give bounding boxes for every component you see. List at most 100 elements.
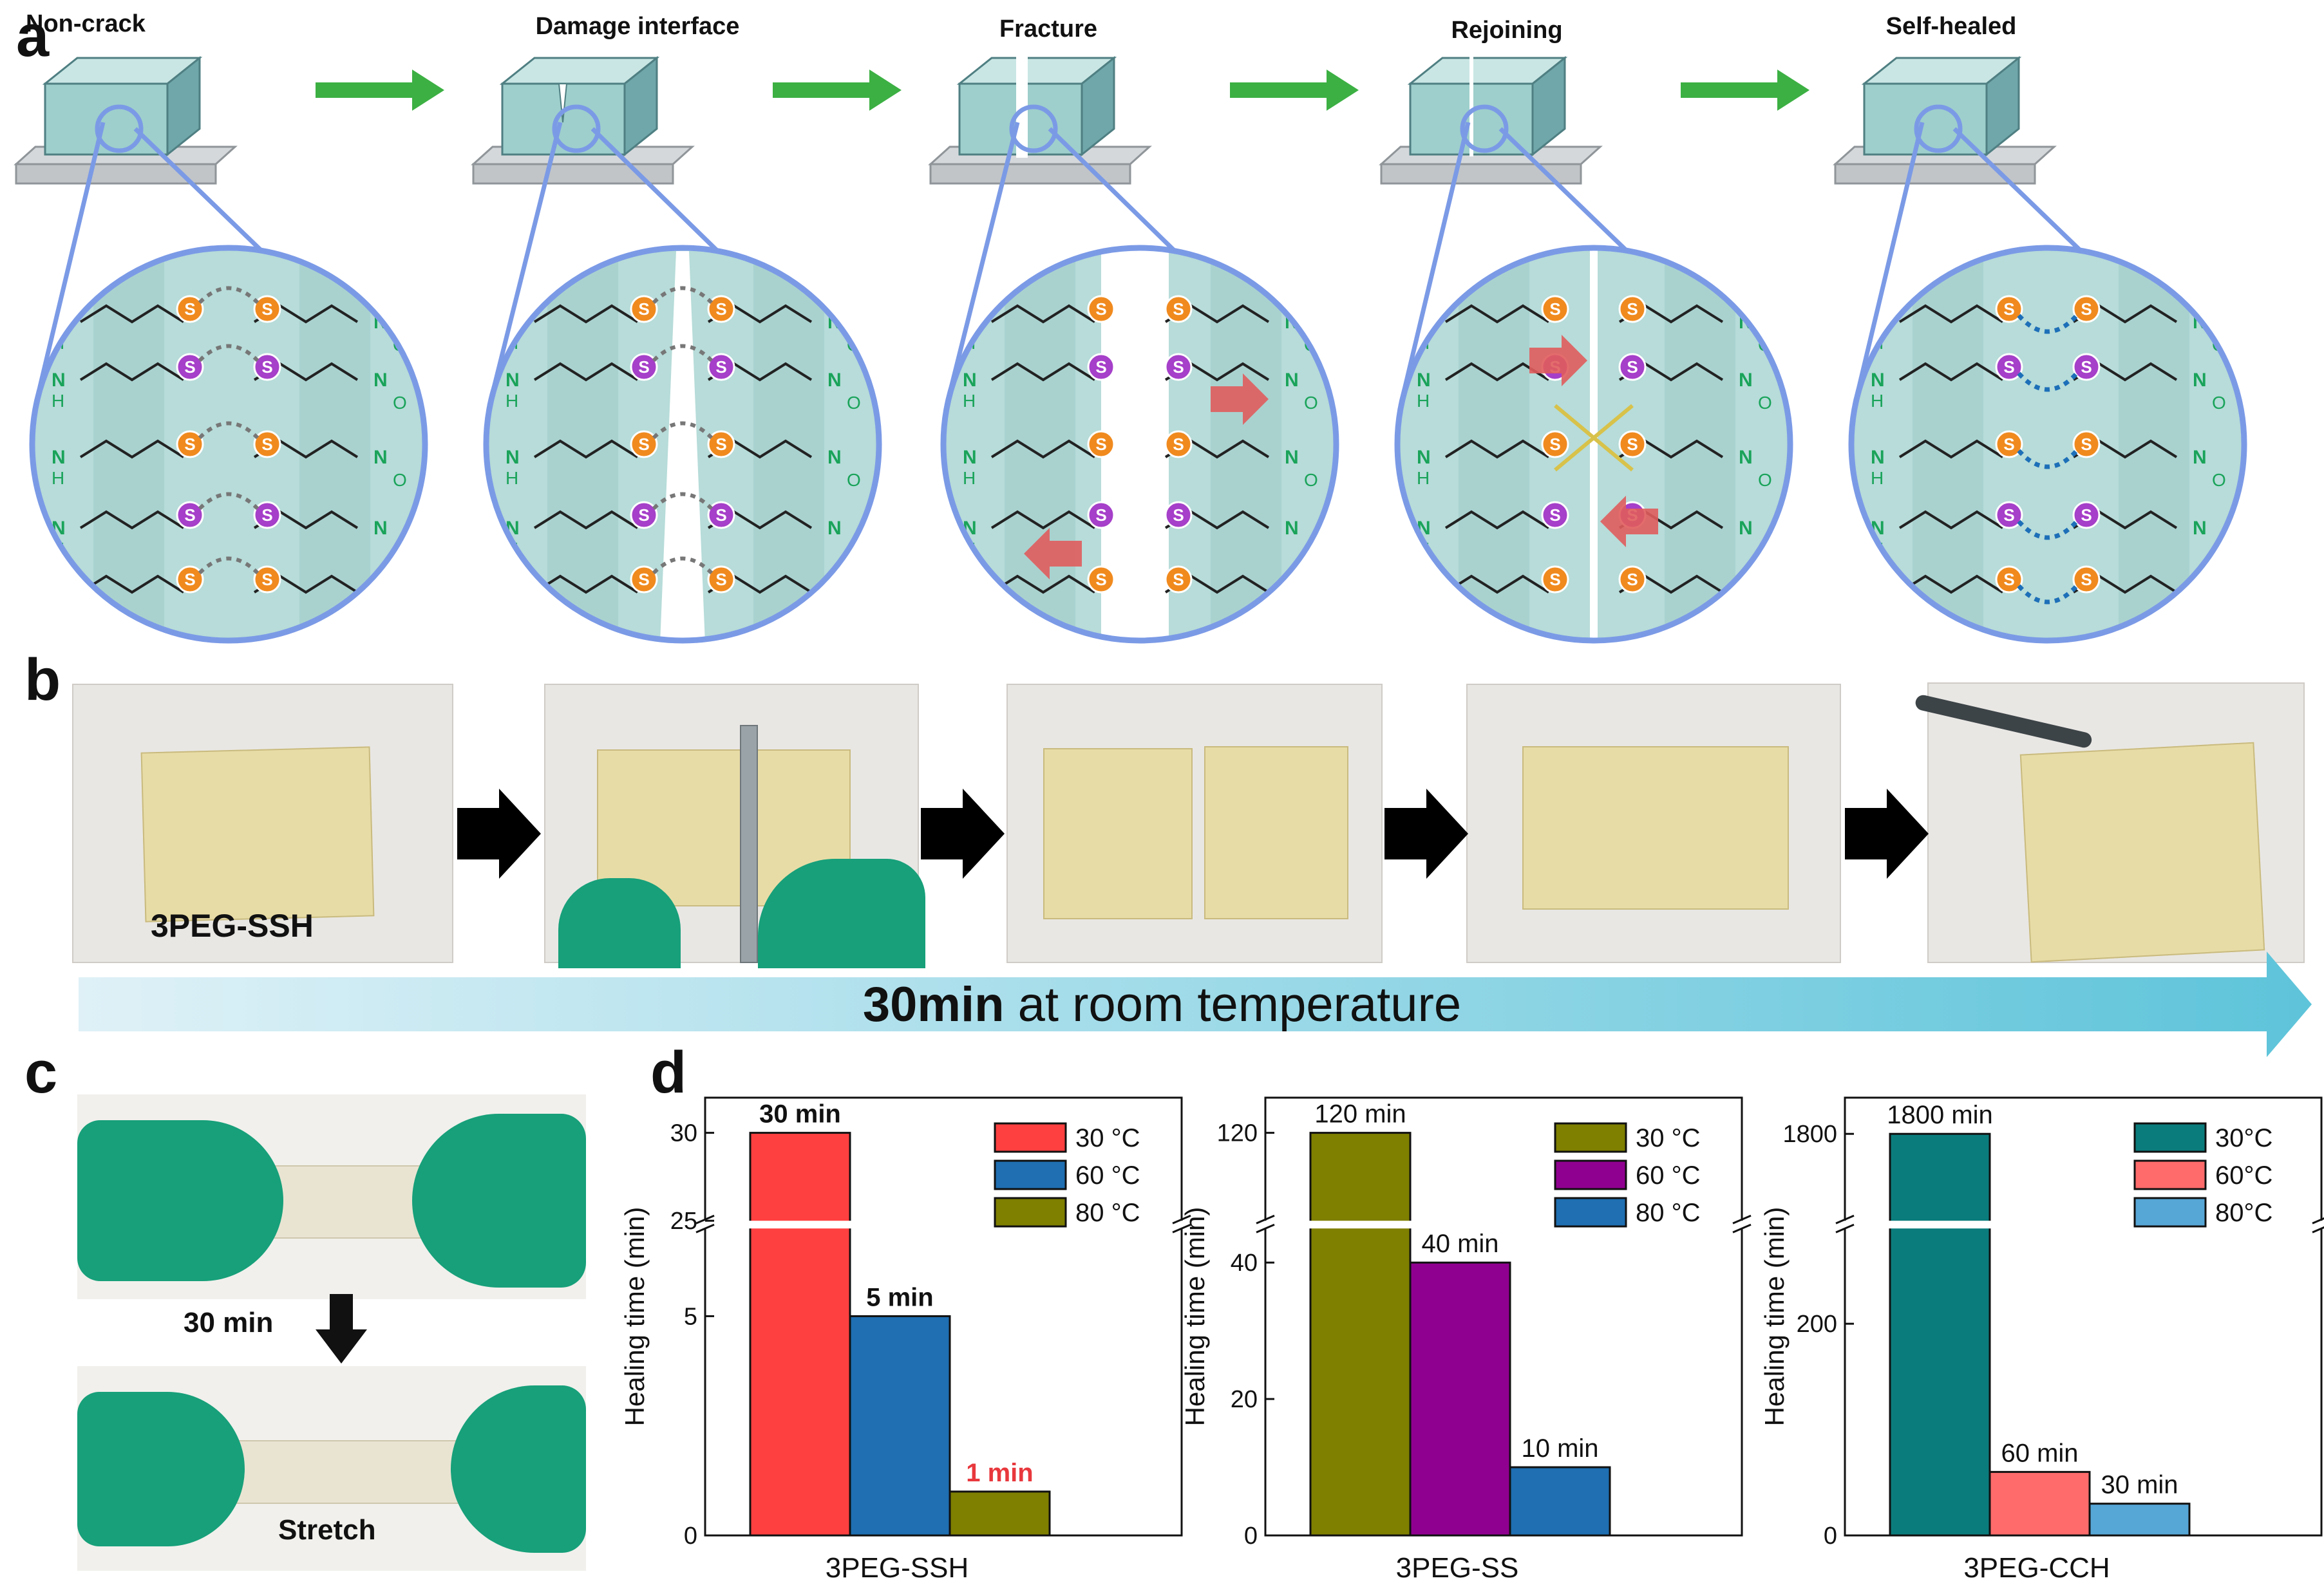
- sulfur-atom-label: S: [1095, 570, 1106, 589]
- scalpel-blade-icon: [740, 725, 758, 963]
- hydrogel-piece-right: [1204, 746, 1348, 919]
- disulfide-bond: [2017, 449, 2079, 469]
- sulfur-atom-icon: [1087, 430, 1115, 458]
- urea-h-label: H: [1417, 468, 1430, 488]
- sulfur-atom-icon: [176, 430, 204, 458]
- photo-before-stretch: [77, 1094, 586, 1299]
- polymer-chain-left: [990, 574, 1096, 594]
- bar-value-label: 30 min: [2101, 1471, 2178, 1499]
- sulfur-atom-label: S: [2081, 357, 2092, 377]
- stage-title-self-healed: Self-healed: [1885, 13, 2017, 40]
- urea-n-label: N: [52, 370, 66, 391]
- urea-h-label: H: [1871, 391, 1884, 411]
- axis-break-mark: [1172, 1214, 1191, 1224]
- y-tick-label: 5: [684, 1303, 697, 1330]
- sulfur-atom-icon: [630, 295, 658, 323]
- disulfide-bond: [2017, 584, 2079, 605]
- axis-break-mark: [2312, 1226, 2324, 1233]
- urea-o-label: O: [1758, 393, 1772, 413]
- sulfur-atom-icon: [1618, 565, 1647, 594]
- disulfide-bond: [198, 556, 260, 575]
- bar-break-gap: [749, 1221, 851, 1229]
- hydrogel-rejoined-sheet: [1522, 746, 1789, 910]
- zoom-line-left: [487, 122, 563, 406]
- sulfur-atom-label: S: [1095, 357, 1106, 377]
- sulfur-atom-icon: [2072, 430, 2101, 458]
- bar-0: [749, 1132, 851, 1537]
- axis-break-mark: [1835, 1214, 1855, 1224]
- y-axis-label: Healing time (min): [1180, 1207, 1210, 1427]
- sulfur-atom-label: S: [1173, 357, 1184, 377]
- hydrogel-piece-left: [1043, 748, 1193, 919]
- sulfur-atom-icon: [1164, 353, 1193, 381]
- urea-n-label: N: [1285, 518, 1299, 539]
- panel-b-arrows: [79, 789, 2312, 1057]
- bar-2: [1509, 1466, 1611, 1537]
- sulfur-atom-label: S: [1549, 299, 1560, 319]
- photo-intact-sheet: 3PEG-SSH: [72, 684, 453, 963]
- panel-d-letter: d: [650, 1040, 687, 1105]
- bar-value-label: 120 min: [1314, 1100, 1406, 1129]
- sulfur-atom-icon: [1164, 565, 1193, 594]
- timeline-bold: 30min: [862, 977, 1005, 1032]
- fracture-gap: [1016, 55, 1028, 158]
- axis-break-mark: [1732, 1214, 1752, 1224]
- zoom-line-left: [944, 122, 1020, 406]
- axis-break-mark: [695, 1214, 715, 1224]
- axis-break-mark: [1835, 1223, 1855, 1233]
- glove-right-icon: [758, 859, 925, 968]
- bar-2: [2088, 1503, 2191, 1537]
- y-tick-label: 120: [1217, 1120, 1258, 1147]
- sulfur-atom-icon: [253, 501, 281, 529]
- urea-n-label: N: [1417, 447, 1431, 468]
- legend-swatch: [1554, 1122, 1627, 1153]
- urea-n-label: N: [1417, 370, 1431, 391]
- sulfur-atom-label: S: [638, 505, 649, 525]
- process-arrow-icon: [773, 70, 902, 111]
- step-arrow-icon: [1384, 789, 1468, 879]
- zoom-origin-circle: [1009, 104, 1058, 153]
- sulfur-atom-label: S: [638, 435, 649, 454]
- legend-label: 30°C: [2215, 1124, 2272, 1152]
- sulfur-atom-label: S: [184, 505, 195, 525]
- x-category-label: 3PEG-CCH: [1963, 1552, 2110, 1584]
- sulfur-atom-icon: [253, 430, 281, 458]
- disulfide-bond: [198, 286, 260, 305]
- sulfur-atom-label: S: [2081, 570, 2092, 589]
- urea-h-label: H: [505, 391, 518, 411]
- urea-o-label: O: [2212, 393, 2226, 413]
- sulfur-atom-icon: [630, 565, 658, 594]
- sulfur-atom-label: S: [184, 299, 195, 319]
- sulfur-atom-icon: [1541, 501, 1569, 529]
- sulfur-atom-icon: [176, 565, 204, 594]
- crack-wedge: [660, 251, 705, 641]
- urea-n-label: N: [2193, 447, 2207, 468]
- legend-swatch: [2133, 1197, 2207, 1228]
- legend-label: 30 °C: [1075, 1124, 1140, 1152]
- glove-right-icon: [412, 1114, 586, 1288]
- y-tick-label: 0: [1824, 1523, 1837, 1550]
- polymer-chain-left: [1898, 439, 2004, 459]
- y-tick-label: 0: [1244, 1523, 1258, 1550]
- sulfur-atom-label: S: [261, 570, 272, 589]
- sulfur-atom-label: S: [261, 299, 272, 319]
- lens-outline: [483, 245, 882, 644]
- sulfur-atom-icon: [707, 295, 735, 323]
- legend-swatch: [2133, 1159, 2207, 1190]
- separation-arrow-icon: [1024, 528, 1082, 579]
- sulfur-atom-icon: [2072, 565, 2101, 594]
- polymer-chain-left: [79, 362, 185, 382]
- sulfur-atom-icon: [1995, 501, 2023, 529]
- sulfur-atom-label: S: [1173, 570, 1184, 589]
- sulfur-atom-icon: [1618, 430, 1647, 458]
- timeline-rest: at room temperature: [1004, 977, 1462, 1032]
- legend-swatch: [994, 1159, 1067, 1190]
- sulfur-atom-icon: [630, 430, 658, 458]
- polymer-chain-left: [990, 304, 1096, 324]
- sulfur-atom-label: S: [1627, 435, 1638, 454]
- glove-left-icon: [558, 878, 681, 968]
- urea-n-label: N: [1871, 370, 1885, 391]
- sulfur-atom-label: S: [1173, 299, 1184, 319]
